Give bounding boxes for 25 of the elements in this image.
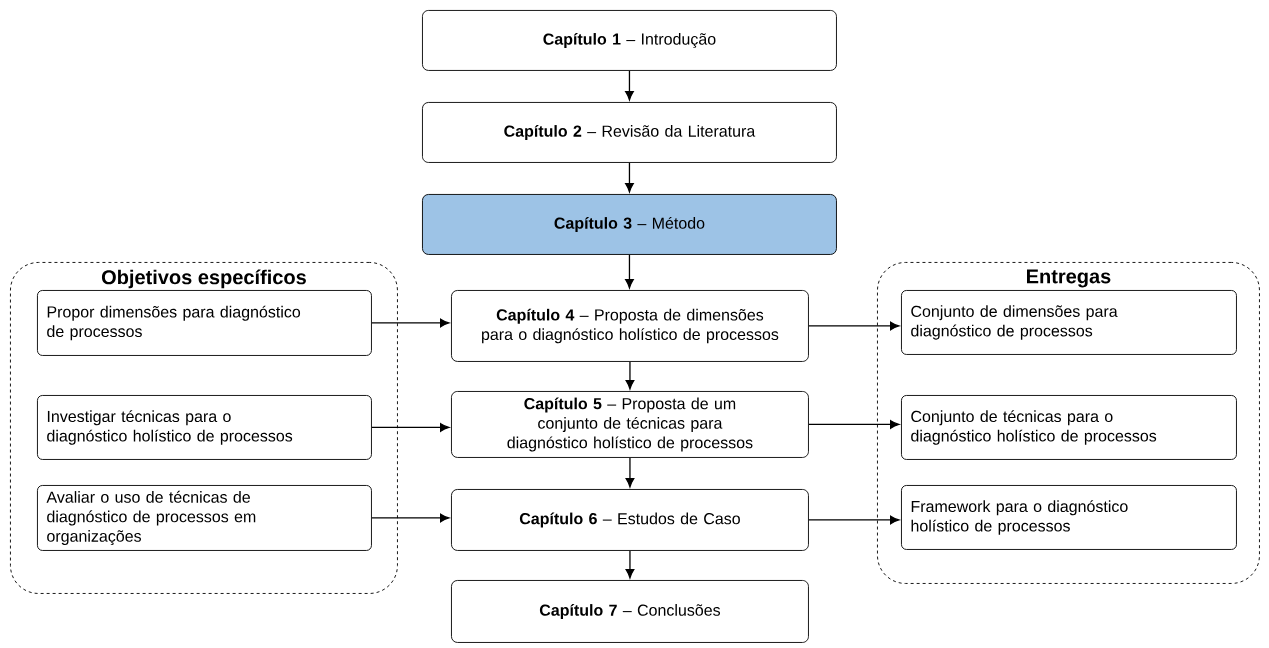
- chapter-box: Capítulo 6 – Estudos de Caso: [451, 489, 809, 551]
- arrow: [371, 318, 450, 328]
- arrow: [371, 513, 450, 523]
- task-box: Investigar técnicas para o diagnóstico holístico de processos: [37, 395, 372, 460]
- arrow: [371, 423, 450, 432]
- task-box: Conjunto de técnicas para o diagnóstico holístico de processos: [901, 395, 1237, 460]
- arrow: [625, 162, 634, 193]
- chapter-box: Capítulo 3 – Método: [422, 194, 837, 255]
- task-box: Framework para o diagnóstico holístico de processos: [901, 485, 1237, 550]
- task-box: Propor dimensões para diagnóstico de processos: [37, 290, 372, 356]
- chapter-box: Capítulo 7 – Conclusões: [451, 580, 809, 643]
- arrow: [625, 70, 634, 101]
- arrow: [625, 457, 635, 488]
- arrow: [625, 361, 635, 390]
- chapter-box: Capítulo 4 – Proposta de dimensões para o diagnóstico holístico de processos: [451, 290, 809, 362]
- arrow: [808, 515, 900, 525]
- chapter-box: Capítulo 2 – Revisão da Literatura: [422, 102, 837, 163]
- task-box: Avaliar o uso de técnicas de diagnóstico de processos em organizações: [37, 485, 372, 551]
- arrow: [808, 321, 900, 331]
- chapter-box: Capítulo 5 – Proposta de um conjunto de técnicas para diagnóstico holístico de processos: [451, 391, 809, 458]
- task-box: Conjunto de dimensões para diagnóstico de processos: [901, 290, 1237, 355]
- arrow: [625, 550, 635, 579]
- chapter-box: Capítulo 1 – Introdução: [422, 10, 837, 71]
- arrow: [808, 420, 900, 429]
- arrow: [625, 254, 634, 289]
